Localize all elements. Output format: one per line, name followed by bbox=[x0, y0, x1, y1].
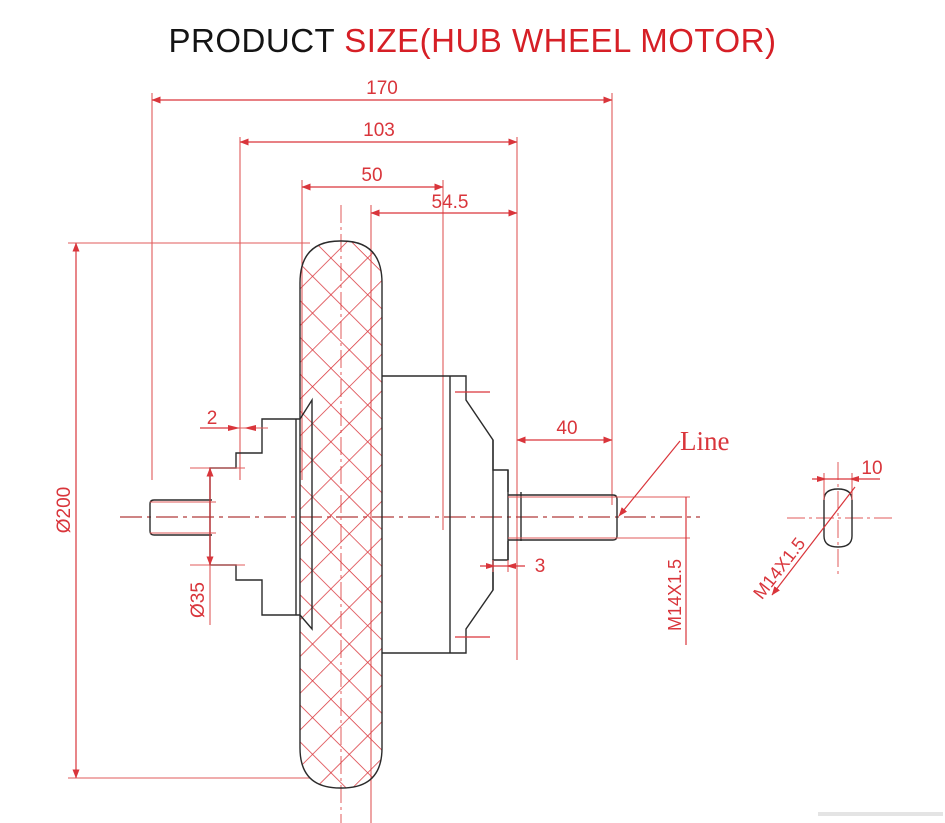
dimension-diameter-200: Ø200 bbox=[54, 242, 310, 779]
dimension-3-label: 3 bbox=[535, 556, 546, 577]
dimension-103-label: 103 bbox=[363, 120, 395, 141]
thread-callout-m14: M14X1.5 bbox=[617, 496, 690, 645]
left-hub-housing bbox=[209, 397, 313, 631]
dimension-54-5: 54.5 bbox=[370, 192, 518, 823]
dimension-54-5-label: 54.5 bbox=[432, 192, 469, 213]
dimension-3: 3 bbox=[480, 556, 545, 577]
page-title: PRODUCT SIZE(HUB WHEEL MOTOR) bbox=[0, 22, 945, 60]
wire-label: Line bbox=[680, 426, 729, 456]
dimension-103: 103 bbox=[239, 120, 518, 660]
detail-thread-callout-label: M14X1.5 bbox=[749, 534, 809, 603]
dimension-2: 2 bbox=[200, 408, 268, 431]
axle-end-detail-view: 10 M14X1.5 bbox=[749, 458, 895, 603]
dimension-diameter-200-label: Ø200 bbox=[54, 487, 75, 533]
right-axle-shaft bbox=[508, 494, 618, 541]
dimension-170: 170 bbox=[151, 78, 613, 505]
thread-callout-m14-label: M14X1.5 bbox=[665, 559, 685, 631]
dimension-50-label: 50 bbox=[361, 165, 382, 186]
wire-leader-annotation: Line bbox=[618, 426, 729, 517]
detail-flat-width-label: 10 bbox=[861, 458, 882, 479]
dimension-40-label: 40 bbox=[556, 418, 577, 439]
dimension-diameter-35: Ø35 bbox=[188, 467, 245, 625]
bottom-right-divider bbox=[818, 812, 943, 816]
right-hub-housing bbox=[382, 375, 522, 654]
page-title-black: PRODUCT bbox=[168, 22, 345, 59]
dimension-2-label: 2 bbox=[207, 408, 218, 429]
left-axle-shaft bbox=[149, 499, 216, 536]
tire-body bbox=[299, 240, 383, 789]
page-title-red: SIZE(HUB WHEEL MOTOR) bbox=[344, 22, 777, 59]
dimension-40: 40 bbox=[516, 418, 613, 444]
dimension-170-label: 170 bbox=[366, 78, 398, 99]
dimension-diameter-35-label: Ø35 bbox=[188, 582, 209, 618]
